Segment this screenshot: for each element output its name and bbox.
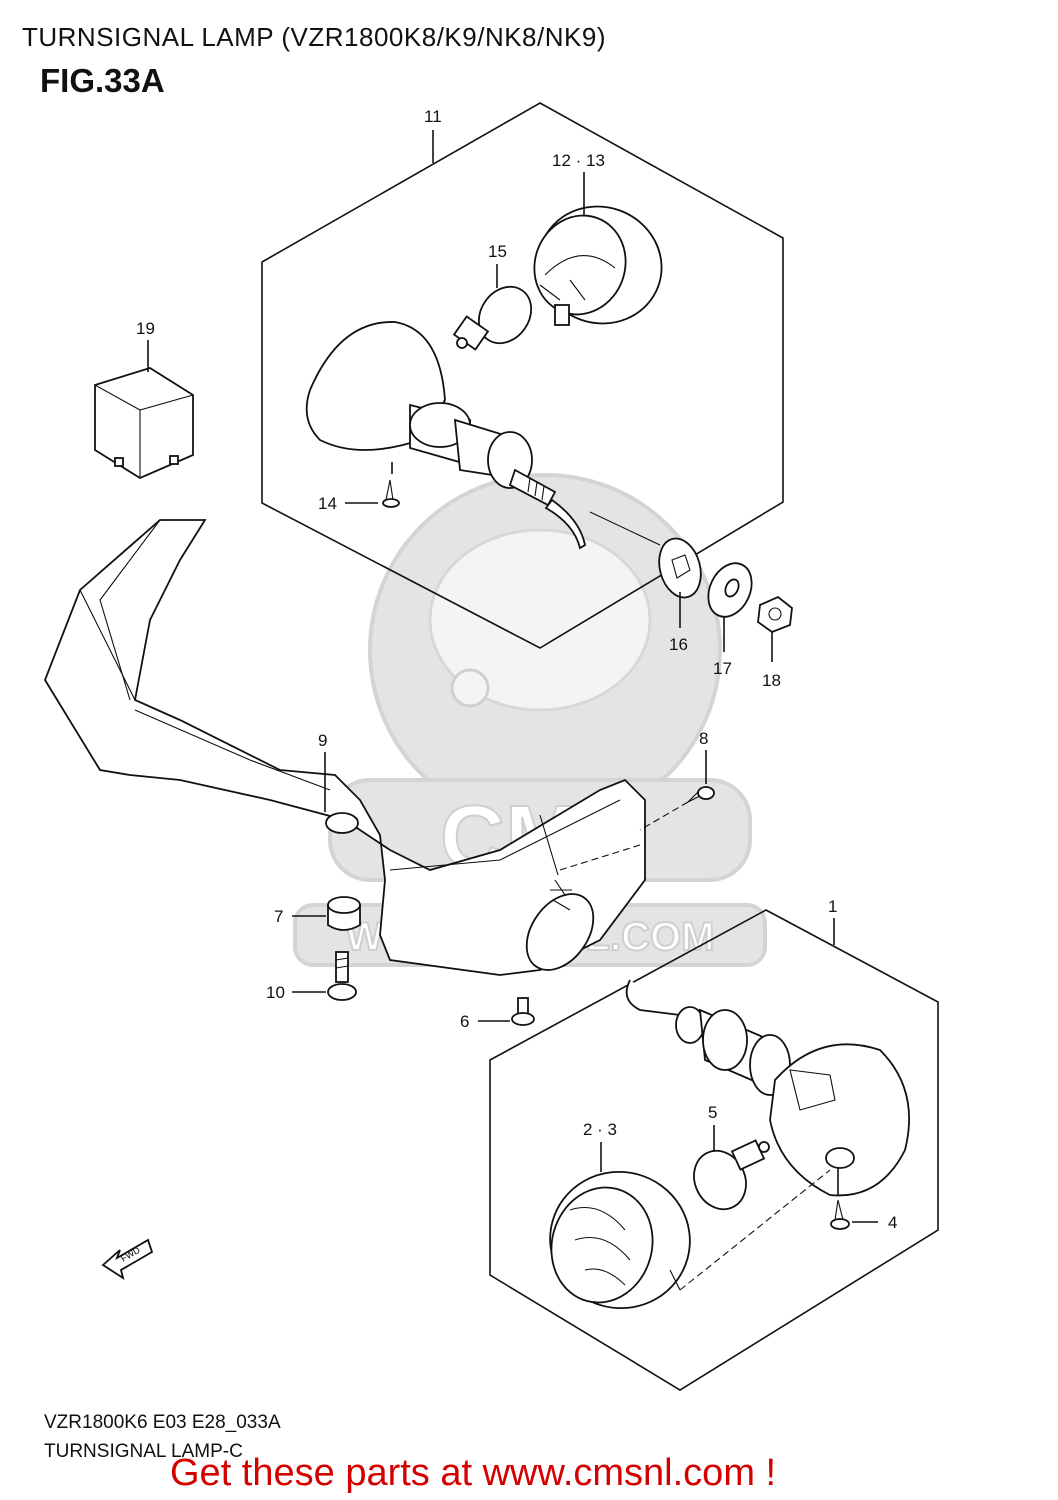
screw-6 xyxy=(511,997,535,1026)
callout-19: 19 xyxy=(136,319,155,338)
lens-12-13 xyxy=(533,205,663,326)
callout-6: 6 xyxy=(460,1012,469,1031)
callout-15: 15 xyxy=(488,242,507,261)
callout-11: 11 xyxy=(424,107,442,126)
callout-10: 10 xyxy=(266,983,285,1002)
screw-8 xyxy=(687,786,715,803)
lamp-housing-11 xyxy=(305,321,587,550)
callout-9: 9 xyxy=(318,731,327,750)
relay-19 xyxy=(94,367,194,480)
callout-4: 4 xyxy=(888,1213,897,1232)
nut-plate-16 xyxy=(658,537,702,599)
lens-2-3 xyxy=(549,1170,691,1310)
page-title: TURNSIGNAL LAMP (VZR1800K8/K9/NK8/NK9) xyxy=(22,22,606,52)
screw-4 xyxy=(830,1199,850,1230)
screw-14 xyxy=(382,479,400,508)
callout-7: 7 xyxy=(274,907,283,926)
grommet-7 xyxy=(327,896,361,931)
lamp-housing-1 xyxy=(625,979,910,1197)
bolt-10 xyxy=(327,951,357,1001)
callout-17: 17 xyxy=(713,659,732,678)
callout-12-13: 12 · 13 xyxy=(552,151,605,170)
bulb-15 xyxy=(452,285,533,351)
washer-17 xyxy=(707,562,753,618)
figure-caption: TURNSIGNAL LAMP-C xyxy=(44,1441,243,1462)
assembly-1-frame xyxy=(489,909,939,1391)
promo-link[interactable]: Get these parts at www.cmsnl.com ! xyxy=(170,1452,777,1494)
fwd-arrow-icon: FWD xyxy=(101,1238,154,1281)
assembly-11-frame xyxy=(261,102,784,649)
callout-2-3: 2 · 3 xyxy=(583,1120,617,1139)
nut-18 xyxy=(757,595,793,634)
callout-1: 1 xyxy=(828,897,837,916)
figure-label: FIG.33A xyxy=(40,62,165,99)
callout-16: 16 xyxy=(669,635,688,654)
callout-18: 18 xyxy=(762,671,781,690)
callout-8: 8 xyxy=(699,729,708,748)
bracket-9 xyxy=(43,519,646,976)
figure-code: VZR1800K6 E03 E28_033A xyxy=(44,1412,281,1433)
callout-14: 14 xyxy=(318,494,337,513)
bulb-5 xyxy=(693,1139,770,1211)
callout-5: 5 xyxy=(708,1103,717,1122)
